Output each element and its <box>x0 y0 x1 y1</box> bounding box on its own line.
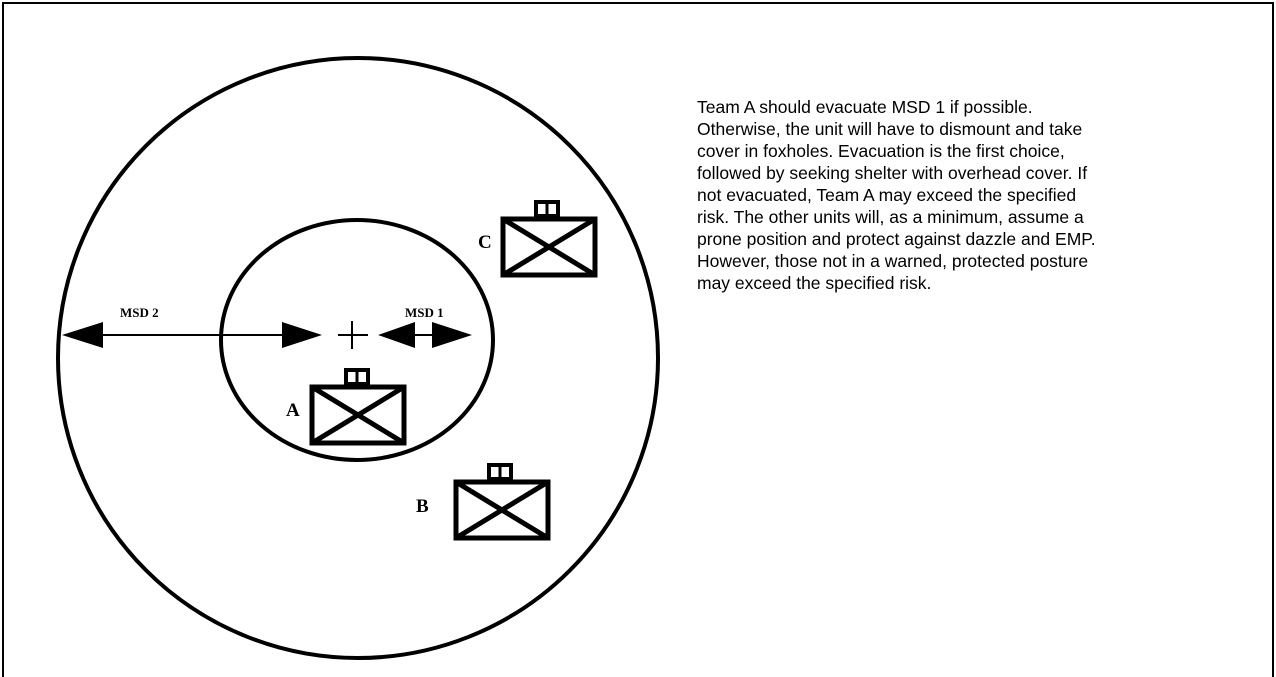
description-line: risk. The other units will, as a minimum… <box>697 207 1084 227</box>
description-line: cover in foxholes. Evacuation is the fir… <box>697 141 1065 161</box>
description-line: prone position and protect against dazzl… <box>697 229 1096 249</box>
description-text: Team A should evacuate MSD 1 if possible… <box>697 96 1257 294</box>
unit-a-label: A <box>286 400 300 421</box>
description-line: However, those not in a warned, protecte… <box>697 251 1089 271</box>
description-line: followed by seeking shelter with overhea… <box>697 163 1088 183</box>
msd1-circle <box>219 218 495 462</box>
unit-c-symbol <box>500 200 598 278</box>
description-line: Team A should evacuate MSD 1 if possible… <box>697 97 1033 117</box>
unit-b-symbol <box>453 463 551 541</box>
ground-zero-plus-icon <box>338 321 368 349</box>
description-line: Otherwise, the unit will have to dismoun… <box>697 119 1083 139</box>
unit-b-label: B <box>416 496 429 517</box>
msd2-arrow <box>62 322 322 348</box>
msd1-arrow <box>378 322 472 348</box>
msd2-label: MSD 2 <box>120 305 159 320</box>
description-line: not evacuated, Team A may exceed the spe… <box>697 185 1077 205</box>
msd1-label: MSD 1 <box>405 305 444 320</box>
msd2-circle <box>56 56 660 660</box>
unit-c-label: C <box>478 232 492 253</box>
description-line: may exceed the specified risk. <box>697 273 932 293</box>
unit-a-symbol <box>309 368 407 446</box>
